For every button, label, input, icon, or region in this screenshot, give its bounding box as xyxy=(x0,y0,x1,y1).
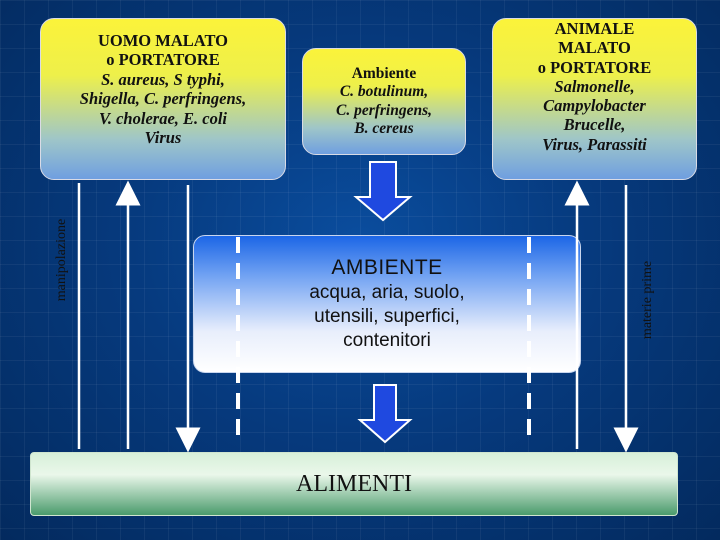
animale-title-1: ANIMALE xyxy=(554,19,635,38)
ambiente-top-line-1: C. botulinum, xyxy=(339,83,429,101)
box-ambiente-center: AMBIENTE acqua, aria, suolo, utensili, s… xyxy=(193,235,581,373)
uomo-line-3: V. cholerae, E. coli xyxy=(98,108,228,128)
box-animale-malato: ANIMALE MALATO o PORTATORE Salmonelle, C… xyxy=(492,18,697,180)
center-line-3: contenitori xyxy=(343,330,431,352)
animale-title-3: o PORTATORE xyxy=(537,57,652,77)
block-arrow-bottom xyxy=(357,384,413,444)
uomo-line-4: Virus xyxy=(144,128,182,148)
box-ambiente-top: Ambiente C. botulinum, C. perfringens, B… xyxy=(302,48,466,155)
animale-line-4: Virus, Parassiti xyxy=(542,134,647,154)
center-line-1: acqua, aria, suolo, xyxy=(309,282,465,304)
box-alimenti: ALIMENTI xyxy=(30,452,678,516)
uomo-line-2: Shigella, C. perfringens, xyxy=(79,89,247,109)
box-uomo-malato: UOMO MALATO o PORTATORE S. aureus, S typ… xyxy=(40,18,286,180)
ambiente-top-line-3: B. cereus xyxy=(354,119,414,137)
ambiente-top-line-2: C. perfringens, xyxy=(335,101,433,119)
center-title: AMBIENTE xyxy=(331,255,443,279)
animale-line-2: Campylobacter xyxy=(543,96,646,116)
uomo-title-1: UOMO MALATO xyxy=(97,31,228,50)
center-line-2: utensili, superfici, xyxy=(314,306,460,328)
uomo-line-1: S. aureus, S typhi, xyxy=(101,69,225,89)
ambiente-top-title: Ambiente xyxy=(351,64,417,82)
animale-title-2: MALATO xyxy=(558,38,631,58)
alimenti-label: ALIMENTI xyxy=(296,470,412,497)
uomo-title-2: o PORTATORE xyxy=(106,50,220,70)
animale-line-1: Salmonelle, xyxy=(554,76,635,96)
animale-line-3: Brucelle, xyxy=(563,115,626,135)
block-arrow-top xyxy=(353,161,413,222)
